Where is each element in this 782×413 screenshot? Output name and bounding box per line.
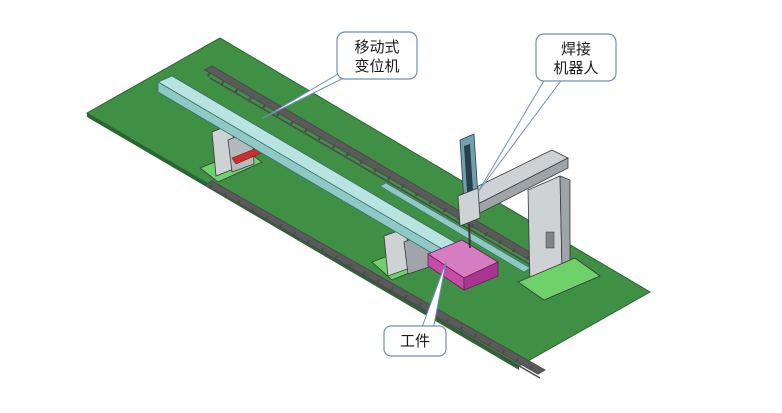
gantry-base: [517, 257, 601, 301]
workpiece-side: [463, 261, 499, 291]
callout-robot-line2: 机器人: [553, 59, 598, 77]
callout-positioner: 移动式 变位机: [262, 31, 418, 119]
long-beam: [157, 75, 469, 267]
robot-torch: [468, 223, 471, 249]
rail-back-inner: [209, 77, 537, 269]
callout-workpiece-line1: 工件: [400, 332, 430, 350]
callout-positioner-line1: 移动式: [354, 38, 399, 56]
robot-head: [457, 187, 481, 227]
callout-positioner-box: [336, 31, 418, 80]
callout-robot-line1: 焊接: [561, 40, 591, 58]
gantry: [461, 149, 601, 301]
callout-positioner-line2: 变位机: [354, 57, 399, 75]
callout-robot: 焊接 机器人: [477, 33, 617, 193]
workpiece: [427, 239, 499, 291]
rail-front-inner: [214, 189, 541, 379]
welding-robot: [457, 133, 481, 249]
callout-workpiece: 工件: [383, 261, 447, 357]
gantry-column-side: [559, 175, 571, 273]
robot-column-face: [464, 144, 473, 192]
positioner-right: [371, 227, 441, 281]
positioner-left: [199, 123, 265, 183]
rail-front: [203, 180, 547, 375]
callout-workpiece-box: [383, 325, 447, 357]
gantry-panel: [545, 231, 555, 249]
callout-robot-box: [535, 33, 617, 82]
